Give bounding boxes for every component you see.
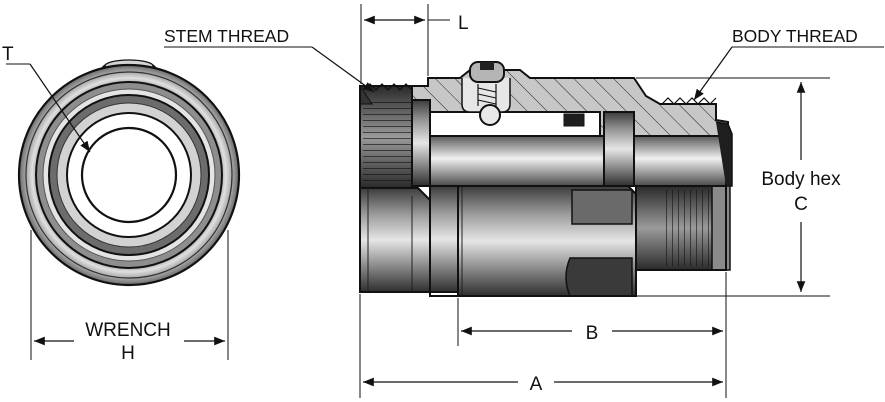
- body-hex-label: Body hex: [761, 169, 841, 190]
- stem-thread-label: STEM THREAD: [164, 26, 289, 46]
- wrench-label: WRENCH: [85, 320, 171, 341]
- t-callout: T: [2, 44, 91, 153]
- body-thread-callout: BODY THREAD: [693, 26, 884, 101]
- l-dimension: L: [360, 4, 469, 84]
- body-thread-label: BODY THREAD: [732, 26, 858, 46]
- bore-circle: [80, 126, 178, 224]
- stem-thread-callout: STEM THREAD: [164, 26, 375, 93]
- b-label: B: [586, 323, 599, 344]
- a-dimension: A: [359, 294, 723, 398]
- c-label: C: [794, 194, 808, 215]
- c-dimension: Body hex C: [636, 77, 841, 297]
- locking-ball: [479, 104, 501, 126]
- t-label: T: [2, 44, 14, 65]
- l-label: L: [458, 13, 469, 34]
- section-cut: [359, 61, 729, 141]
- end-view: [17, 59, 241, 287]
- b-dimension: B: [457, 272, 727, 398]
- a-label: A: [530, 374, 543, 395]
- h-label: H: [121, 343, 135, 364]
- inner-bore: [411, 99, 733, 187]
- stem-nut: [359, 187, 431, 293]
- body-hex: [457, 185, 637, 297]
- wrench-dimension: WRENCH H: [30, 230, 229, 364]
- side-view: [359, 61, 733, 297]
